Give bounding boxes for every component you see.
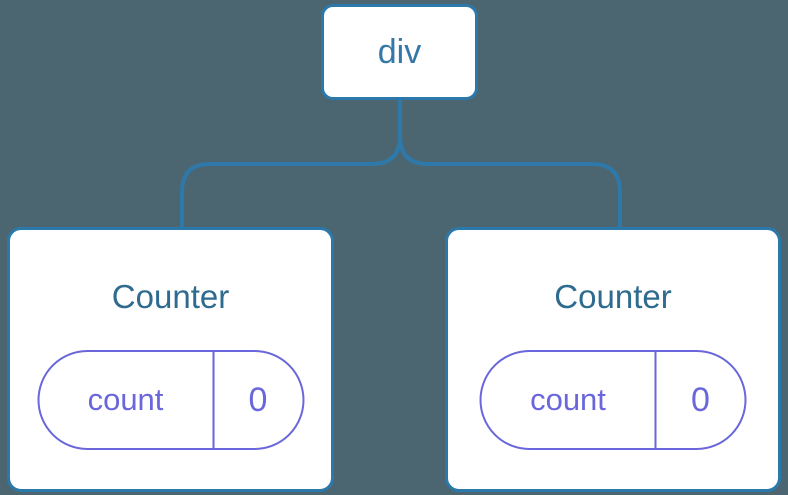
connector-left-branch [180, 98, 402, 227]
component-node-counter-left: Counter count 0 [7, 227, 334, 492]
state-key: count [530, 382, 606, 417]
connector-right-branch [398, 98, 622, 227]
state-value: 0 [248, 380, 268, 419]
component-title: Counter [554, 278, 672, 315]
component-node-counter-right: Counter count 0 [445, 227, 781, 492]
state-divider [212, 352, 214, 448]
state-key: count [87, 382, 164, 417]
state-divider [654, 352, 657, 448]
state-pill: count 0 [37, 350, 304, 450]
state-pill: count 0 [479, 350, 747, 450]
state-value: 0 [691, 380, 710, 419]
root-node-label: div [377, 32, 422, 71]
component-title: Counter [111, 278, 230, 315]
root-node-div: div [321, 4, 478, 100]
